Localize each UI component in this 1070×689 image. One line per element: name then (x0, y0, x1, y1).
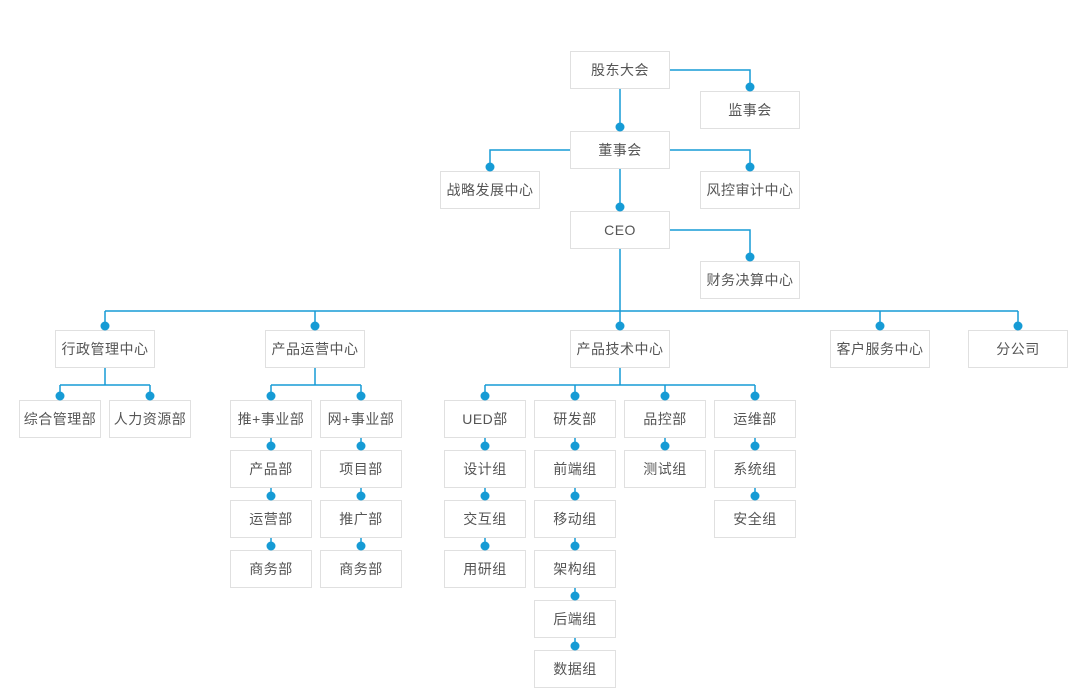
node-operations-dept[interactable]: 运营部 (230, 500, 312, 538)
node-admin-mgmt-center[interactable]: 行政管理中心 (55, 330, 155, 368)
node-wang-business-dept[interactable]: 网+事业部 (320, 400, 402, 438)
node-project-dept[interactable]: 项目部 (320, 450, 402, 488)
node-branch-company[interactable]: 分公司 (968, 330, 1068, 368)
node-general-mgmt-dept[interactable]: 综合管理部 (19, 400, 101, 438)
node-product-ops-center[interactable]: 产品运营中心 (265, 330, 365, 368)
node-ops-maintenance-dept[interactable]: 运维部 (714, 400, 796, 438)
node-tui-business-dept[interactable]: 推+事业部 (230, 400, 312, 438)
node-product-tech-center[interactable]: 产品技术中心 (570, 330, 670, 368)
node-strategic-dev-center[interactable]: 战略发展中心 (440, 171, 540, 209)
node-risk-audit-center[interactable]: 风控审计中心 (700, 171, 800, 209)
node-shareholders-meeting[interactable]: 股东大会 (570, 51, 670, 89)
node-rnd-dept[interactable]: 研发部 (534, 400, 616, 438)
node-architecture-group[interactable]: 架构组 (534, 550, 616, 588)
node-security-group[interactable]: 安全组 (714, 500, 796, 538)
node-data-group[interactable]: 数据组 (534, 650, 616, 688)
node-finance-settlement-center[interactable]: 财务决算中心 (700, 261, 800, 299)
node-user-research-group[interactable]: 用研组 (444, 550, 526, 588)
node-mobile-group[interactable]: 移动组 (534, 500, 616, 538)
node-product-dept[interactable]: 产品部 (230, 450, 312, 488)
node-customer-service-center[interactable]: 客户服务中心 (830, 330, 930, 368)
node-ued-dept[interactable]: UED部 (444, 400, 526, 438)
node-hr-dept[interactable]: 人力资源部 (109, 400, 191, 438)
node-board-of-directors[interactable]: 董事会 (570, 131, 670, 169)
node-promotion-dept[interactable]: 推广部 (320, 500, 402, 538)
node-system-group[interactable]: 系统组 (714, 450, 796, 488)
node-interaction-group[interactable]: 交互组 (444, 500, 526, 538)
node-backend-group[interactable]: 后端组 (534, 600, 616, 638)
node-design-group[interactable]: 设计组 (444, 450, 526, 488)
node-frontend-group[interactable]: 前端组 (534, 450, 616, 488)
node-business-dept-left[interactable]: 商务部 (230, 550, 312, 588)
node-testing-group[interactable]: 测试组 (624, 450, 706, 488)
node-ceo[interactable]: CEO (570, 211, 670, 249)
node-supervisory-board[interactable]: 监事会 (700, 91, 800, 129)
node-business-dept-right[interactable]: 商务部 (320, 550, 402, 588)
node-quality-control-dept[interactable]: 品控部 (624, 400, 706, 438)
